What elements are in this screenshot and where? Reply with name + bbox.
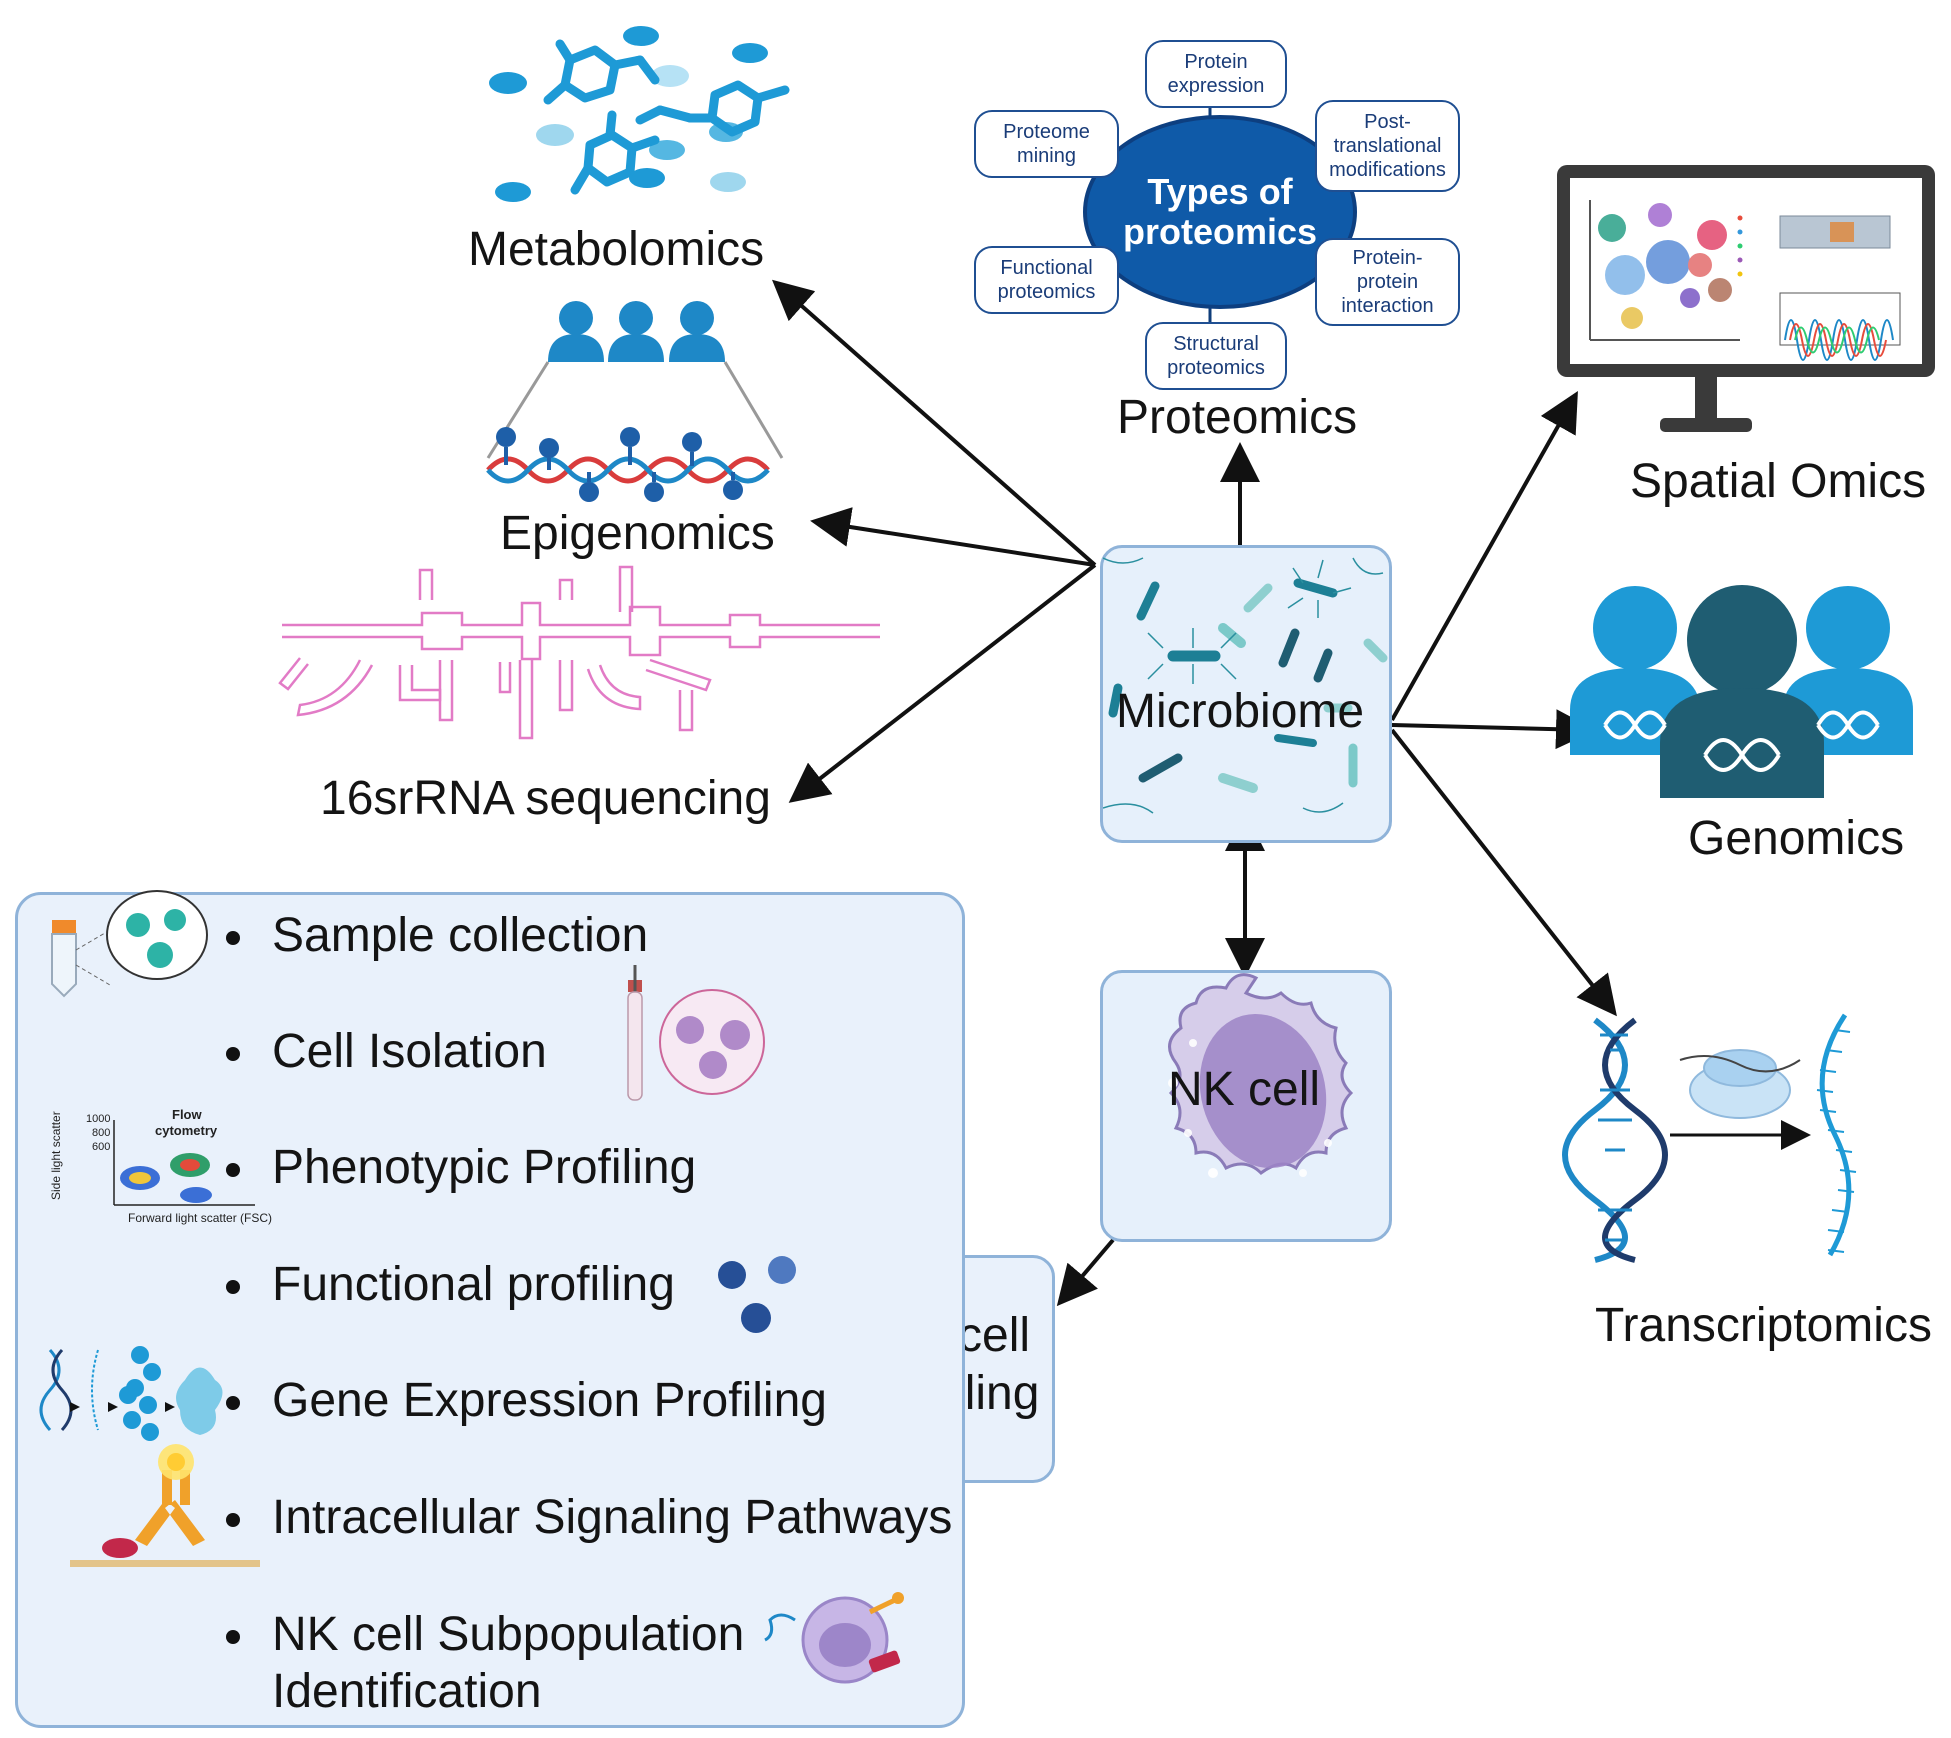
arrow-to-16srrna: [788, 563, 1097, 803]
metabolomics-label: Metabolomics: [468, 223, 765, 276]
flow-tick-2: 600: [92, 1141, 111, 1153]
arrow-to-transcriptomics: [1390, 728, 1617, 1017]
dna-ribosome-mrna-icon: [1562, 1013, 1857, 1263]
family-dna-icon: [1570, 585, 1913, 798]
step-cell-isolation: Cell Isolation: [272, 1025, 547, 1078]
flow-x-axis: Forward light scatter (FSC): [128, 1211, 273, 1225]
arrow-to-nk-profiling: [1056, 1238, 1115, 1307]
microbiome-box: [1100, 545, 1392, 843]
proteomics-wheel-title: Types of proteomics: [1115, 172, 1325, 251]
epigenomics-label: Epigenomics: [500, 507, 775, 560]
flow-title-line2: cytometry: [155, 1123, 218, 1138]
transcriptomics-label: Transcriptomics: [1595, 1299, 1932, 1352]
people-dna-icon: [486, 301, 784, 502]
nk-cell-icon: [1168, 973, 1354, 1178]
rna-secondary-structure-icon: [278, 565, 880, 740]
monitor-spatial-map-icon: [1557, 165, 1935, 432]
connector-arrows: [772, 279, 1617, 1307]
proteomics-type-functional: Functional proteomics: [974, 246, 1119, 314]
flow-tick-0: 1000: [86, 1113, 111, 1125]
genomics-label: Genomics: [1688, 812, 1905, 865]
step-functional-profiling: Functional profiling: [272, 1258, 675, 1311]
step-gene-expression: Gene Expression Profiling: [272, 1374, 827, 1427]
proteomics-wheel-icon: [1069, 100, 1386, 340]
metabolite-molecules-icon: [489, 26, 790, 202]
step-nk-subpopulation: NK cell Subpopulation: [272, 1608, 745, 1661]
16srrna-label: 16srRNA sequencing: [320, 772, 771, 825]
arrow-to-genomics: [1391, 709, 1596, 750]
nk-profiling-panel: [15, 892, 965, 1728]
nk-cell-box: [1100, 970, 1392, 1242]
step-intracellular-signaling: Intracellular Signaling Pathways: [272, 1491, 953, 1544]
spatial-omics-label: Spatial Omics: [1630, 455, 1927, 508]
proteomics-wheel-title-line2: proteomics: [1122, 210, 1318, 252]
arrow-to-epigenomics: [810, 507, 1096, 567]
flow-y-axis: Side light scatter: [49, 1111, 63, 1200]
flow-tick-1: 800: [92, 1127, 111, 1139]
arrow-to-spatial-omics: [1390, 391, 1578, 721]
arrow-to-metabolomics: [772, 279, 1097, 567]
step-identification: Identification: [272, 1665, 542, 1718]
proteomics-type-ptm: Post-translational modifications: [1315, 100, 1460, 192]
proteomics-type-structural: Structural proteomics: [1145, 322, 1287, 390]
proteomics-type-ppi: Protein-protein interaction: [1315, 238, 1460, 326]
nk-cell-label: NK cell: [1168, 1063, 1321, 1116]
proteomics-type-mining: Proteome mining: [974, 110, 1119, 178]
microbiome-label: Microbiome: [1116, 685, 1365, 738]
bacteria-icon: [1103, 557, 1388, 814]
proteomics-label: Proteomics: [1117, 391, 1358, 444]
proteomics-wheel-title-line1: Types of: [1147, 171, 1293, 212]
proteomics-type-protein-expression: Protein expression: [1145, 40, 1287, 108]
flow-title-line1: Flow: [172, 1107, 202, 1122]
step-phenotypic-profiling: Phenotypic Profiling: [272, 1141, 697, 1194]
step-sample-collection: Sample collection: [272, 909, 649, 962]
